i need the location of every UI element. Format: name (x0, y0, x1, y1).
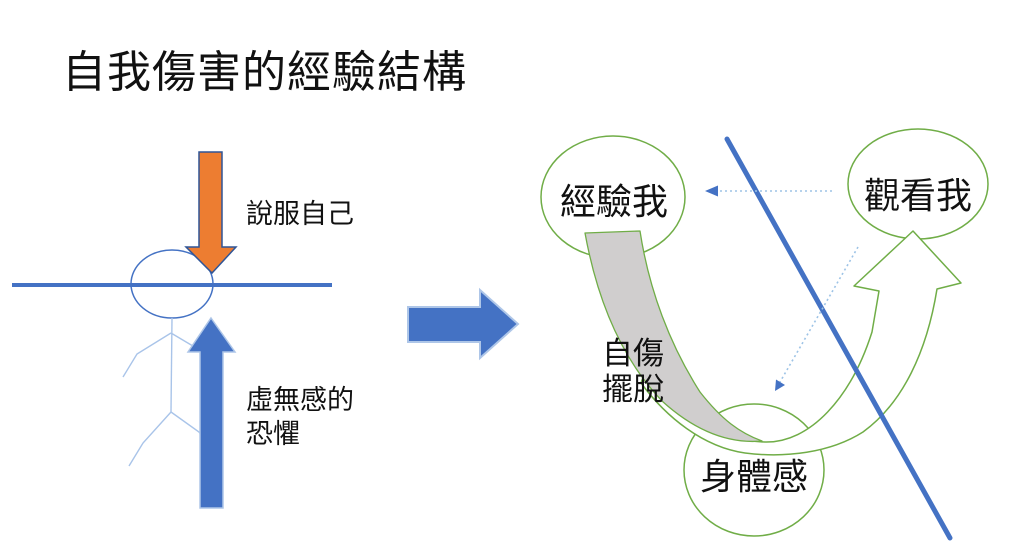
experiencing-self-label: 經驗我 (559, 182, 669, 222)
persuade-self-down-arrow (184, 151, 238, 275)
fear-of-void-up-arrow (186, 316, 237, 509)
dotted-arrow-observe-to-experience (705, 185, 832, 197)
self-harm-escape-band (584, 230, 763, 443)
diagonal-split-line (724, 136, 953, 541)
persuade-self-label: 說服自己 (246, 199, 354, 229)
fear-of-void-label-line1: 虛無感的 (246, 385, 354, 415)
dotted-arrowhead-down (775, 379, 785, 391)
slide-title: 自我傷害的經驗結構 (62, 48, 467, 97)
dotted-arrow-observe-to-body (775, 246, 859, 391)
escape-band-label-line2: 擺脫 (602, 372, 664, 407)
dotted-arrowhead-left (705, 185, 718, 197)
fear-of-void-label-line2: 恐懼 (246, 419, 300, 449)
bodily-sense-label: 身體感 (699, 457, 809, 497)
observing-self-label: 觀看我 (863, 176, 973, 216)
transition-right-arrow (407, 287, 520, 361)
escape-band-label-line1: 自傷 (602, 336, 664, 371)
